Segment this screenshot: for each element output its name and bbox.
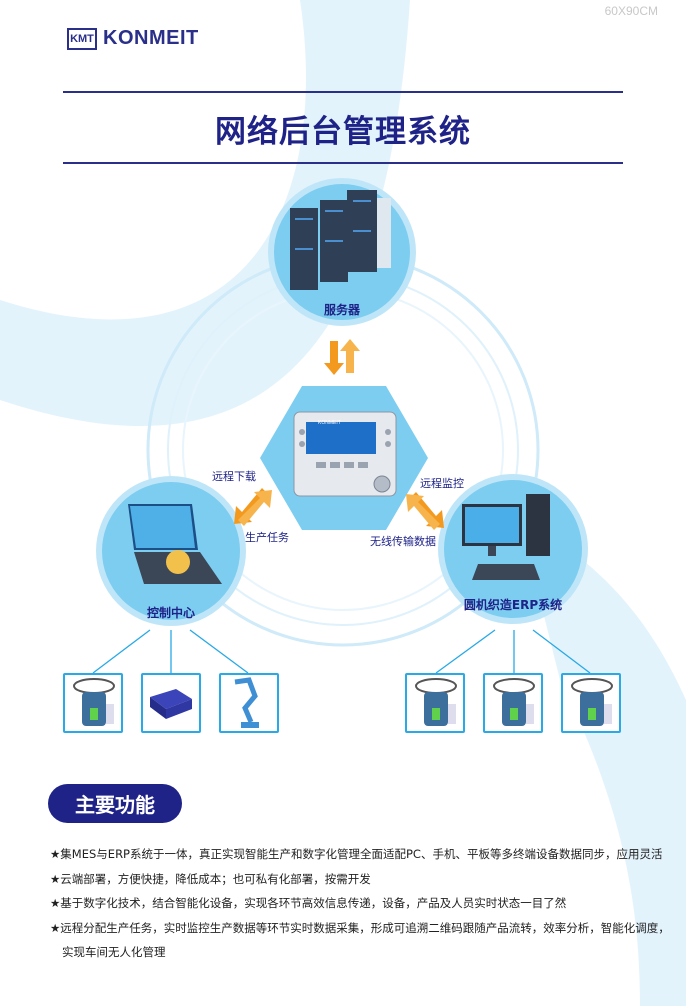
server-rack-icon	[290, 190, 391, 290]
remote-monitor-label: 远程监控	[420, 477, 464, 490]
bottom-rule	[63, 162, 623, 164]
main-features-heading: 主要功能	[48, 784, 182, 823]
feature-item: ★远程分配生产任务，实时监控生产数据等环节实时数据采集，形成可追溯二维码跟随产品…	[50, 921, 670, 935]
brand-logo: KMT KONMEIT	[67, 27, 199, 50]
controller-hexagon	[260, 386, 428, 530]
laptop-lock-icon	[128, 504, 222, 584]
erp-node	[438, 474, 588, 624]
monitor-arrows-icon	[406, 492, 444, 530]
sync-arrows-icon	[324, 339, 360, 375]
server-label: 服务器	[323, 303, 360, 317]
feature-item: ★集MES与ERP系统于一体，真正实现智能生产和数字化管理全面适配PC、手机、平…	[50, 847, 663, 861]
logo-text: KONMEIT	[103, 27, 199, 49]
remote-download-label: 远程下载	[212, 470, 256, 483]
logo-mark: KMT	[67, 27, 97, 50]
device-brand: KONMEIT	[318, 420, 341, 426]
knitting-machine-image	[483, 673, 543, 733]
knitting-machine-image	[561, 673, 621, 733]
desktop-computer-icon	[462, 494, 550, 580]
controller-box-image	[141, 673, 201, 733]
feature-item: ★云端部署，方便快捷，降低成本；也可私有化部署，按需开发	[50, 872, 371, 886]
feature-item-continued: 实现车间无人化管理	[62, 945, 166, 959]
download-arrows-icon	[234, 488, 272, 526]
control-node	[96, 476, 246, 626]
feature-item: ★基于数字化技术，结合智能化设备，实现各环节高效信息传递，设备，产品及人员实时状…	[50, 896, 567, 910]
top-rule	[63, 91, 623, 93]
erp-label: 圆机织造ERP系统	[463, 598, 563, 612]
knitting-machine-image	[63, 673, 123, 733]
page-title: 网络后台管理系统	[215, 114, 471, 150]
production-task-label: 生产任务	[245, 531, 289, 544]
wireless-data-label: 无线传输数据	[370, 535, 436, 548]
knitting-machine-image	[405, 673, 465, 733]
control-label: 控制中心	[146, 606, 195, 620]
size-label: 60X90CM	[604, 4, 658, 18]
robot-arm-image	[219, 673, 279, 733]
